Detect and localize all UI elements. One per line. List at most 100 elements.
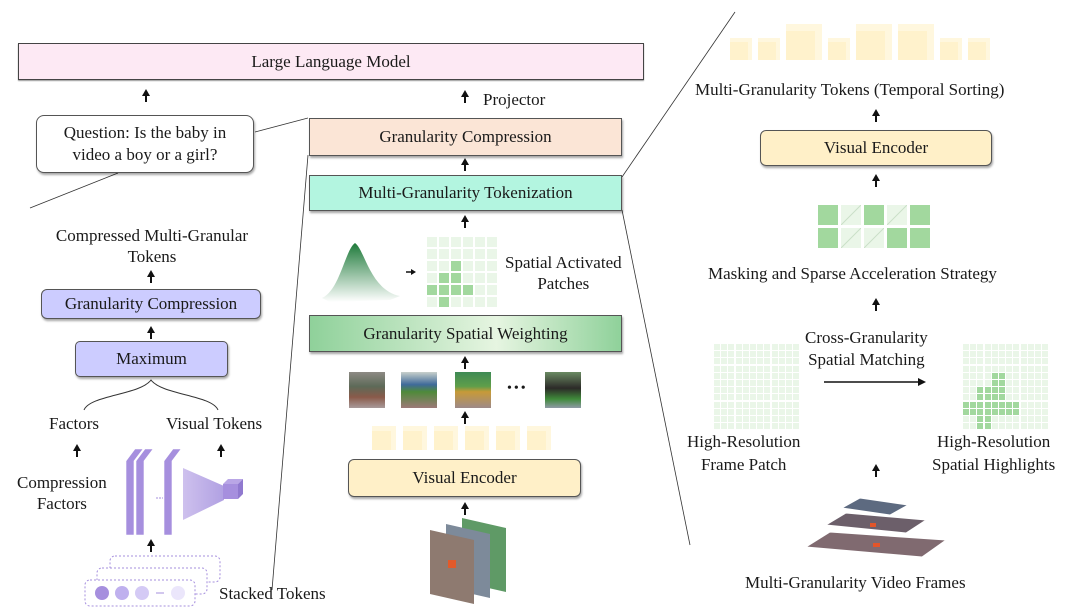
frame-patch-cell (721, 387, 728, 394)
frame-patch-cell (728, 351, 735, 358)
brace-path (83, 379, 219, 411)
projection-cone (183, 468, 224, 520)
right-zoom-line-top (621, 11, 736, 178)
token-cube-icon (730, 38, 752, 60)
frame-patch-cell (714, 344, 720, 350)
frame-patch-cell (757, 408, 764, 415)
highlight-cell (1042, 379, 1049, 386)
highlight-cell (1027, 372, 1034, 379)
frame-patch-cell (721, 372, 728, 379)
highlight-cell (1027, 394, 1034, 401)
highlight-cell (970, 415, 977, 422)
frame-patch-cell (757, 344, 764, 350)
frame-patch-cell (793, 401, 800, 408)
highlight-cell (1013, 379, 1020, 386)
frame-patch-cell (721, 365, 728, 372)
token-cube-icon (434, 426, 458, 450)
highlight-cell (1034, 423, 1041, 430)
highlight-cell (977, 423, 984, 430)
token-cube-icon (372, 426, 396, 450)
highlight-cell (998, 394, 1005, 401)
highlight-cell (1027, 358, 1034, 365)
spatial-activated-line1: Spatial Activated (505, 253, 622, 272)
conv-layer-2 (135, 448, 154, 536)
patch-cell (487, 261, 497, 271)
center-granularity-compression-label: Granularity Compression (379, 127, 552, 146)
highlight-cell (1027, 423, 1034, 430)
highlight-cell (977, 365, 984, 372)
frame-patch-cell (771, 358, 778, 365)
compression-factors-label: Compression Factors (17, 472, 107, 514)
highlight-cell (963, 415, 969, 422)
frame-patch-cell (778, 351, 785, 358)
frame-patch-cell (764, 344, 771, 350)
frame-patch-cell (728, 358, 735, 365)
highlight-cell (1034, 401, 1041, 408)
highlight-cell (977, 372, 984, 379)
multi-granularity-tokenization-label: Multi-Granularity Tokenization (358, 183, 573, 202)
frame-patch-cell (714, 365, 720, 372)
frame-patch-cell (785, 415, 792, 422)
highlight-cell (991, 372, 998, 379)
frame-patch-cell (742, 344, 749, 350)
output-cube-side (238, 479, 243, 499)
frame-patch-cell (721, 415, 728, 422)
highlight-cell (984, 344, 991, 350)
highlight-cell (977, 344, 984, 350)
frame-patch-cell (771, 365, 778, 372)
frame-patch-cell (764, 365, 771, 372)
highlight-cell (970, 379, 977, 386)
frame-patch-cell (785, 379, 792, 386)
highlight-cell (991, 379, 998, 386)
highlight-cell (991, 394, 998, 401)
frame-patch-cell (714, 379, 720, 386)
frame-patch-cell (742, 394, 749, 401)
center-granularity-compression-box: Granularity Compression (309, 118, 622, 156)
frame-patch-cell (721, 394, 728, 401)
highlight-cell (1027, 415, 1034, 422)
visual-tokens-label: Visual Tokens (166, 414, 263, 433)
frame-patch-cell (793, 408, 800, 415)
highlight-cell (1042, 408, 1049, 415)
highlight-cell (1020, 358, 1027, 365)
frame-patch-cell (749, 365, 756, 372)
highlight-cell (1013, 401, 1020, 408)
token-cube-icon (758, 38, 780, 60)
frame-patch-cell (735, 415, 742, 422)
token-circle (135, 586, 149, 600)
granularity-spatial-weighting-label: Granularity Spatial Weighting (363, 323, 568, 343)
patch-cell (451, 249, 461, 259)
patch-cell (475, 285, 485, 295)
frame-thumbnail-2 (401, 372, 437, 408)
highlight-cell (1042, 423, 1049, 430)
frame-patch-cell (749, 358, 756, 365)
highlight-cell (1034, 379, 1041, 386)
highlight-cell (998, 344, 1005, 350)
highlight-cell (1013, 351, 1020, 358)
highlight-cell (1034, 415, 1041, 422)
highlight-cell (998, 372, 1005, 379)
frame-patch-cell (793, 372, 800, 379)
mask-cell-masked (841, 228, 861, 248)
mask-cell-active (864, 205, 884, 225)
frame-patch-cell (749, 379, 756, 386)
frame-patch-cell (771, 379, 778, 386)
patch-cell (439, 249, 449, 259)
patch-cell (427, 237, 437, 247)
highlight-cell (998, 358, 1005, 365)
mask-cell-active (887, 228, 907, 248)
frame-patch-cell (778, 394, 785, 401)
highlight-cell (991, 415, 998, 422)
highlight-cell (998, 408, 1005, 415)
highlight-cell (1006, 365, 1013, 372)
right-visual-encoder-box: Visual Encoder (760, 130, 992, 166)
question-line1: Question: Is the baby in (63, 123, 227, 142)
highlight-cell (970, 408, 977, 415)
patch-cell (427, 261, 437, 271)
frame-patch-cell (757, 358, 764, 365)
masking-strategy-label: Masking and Sparse Acceleration Strategy (708, 264, 997, 283)
patch-cell (475, 297, 485, 307)
